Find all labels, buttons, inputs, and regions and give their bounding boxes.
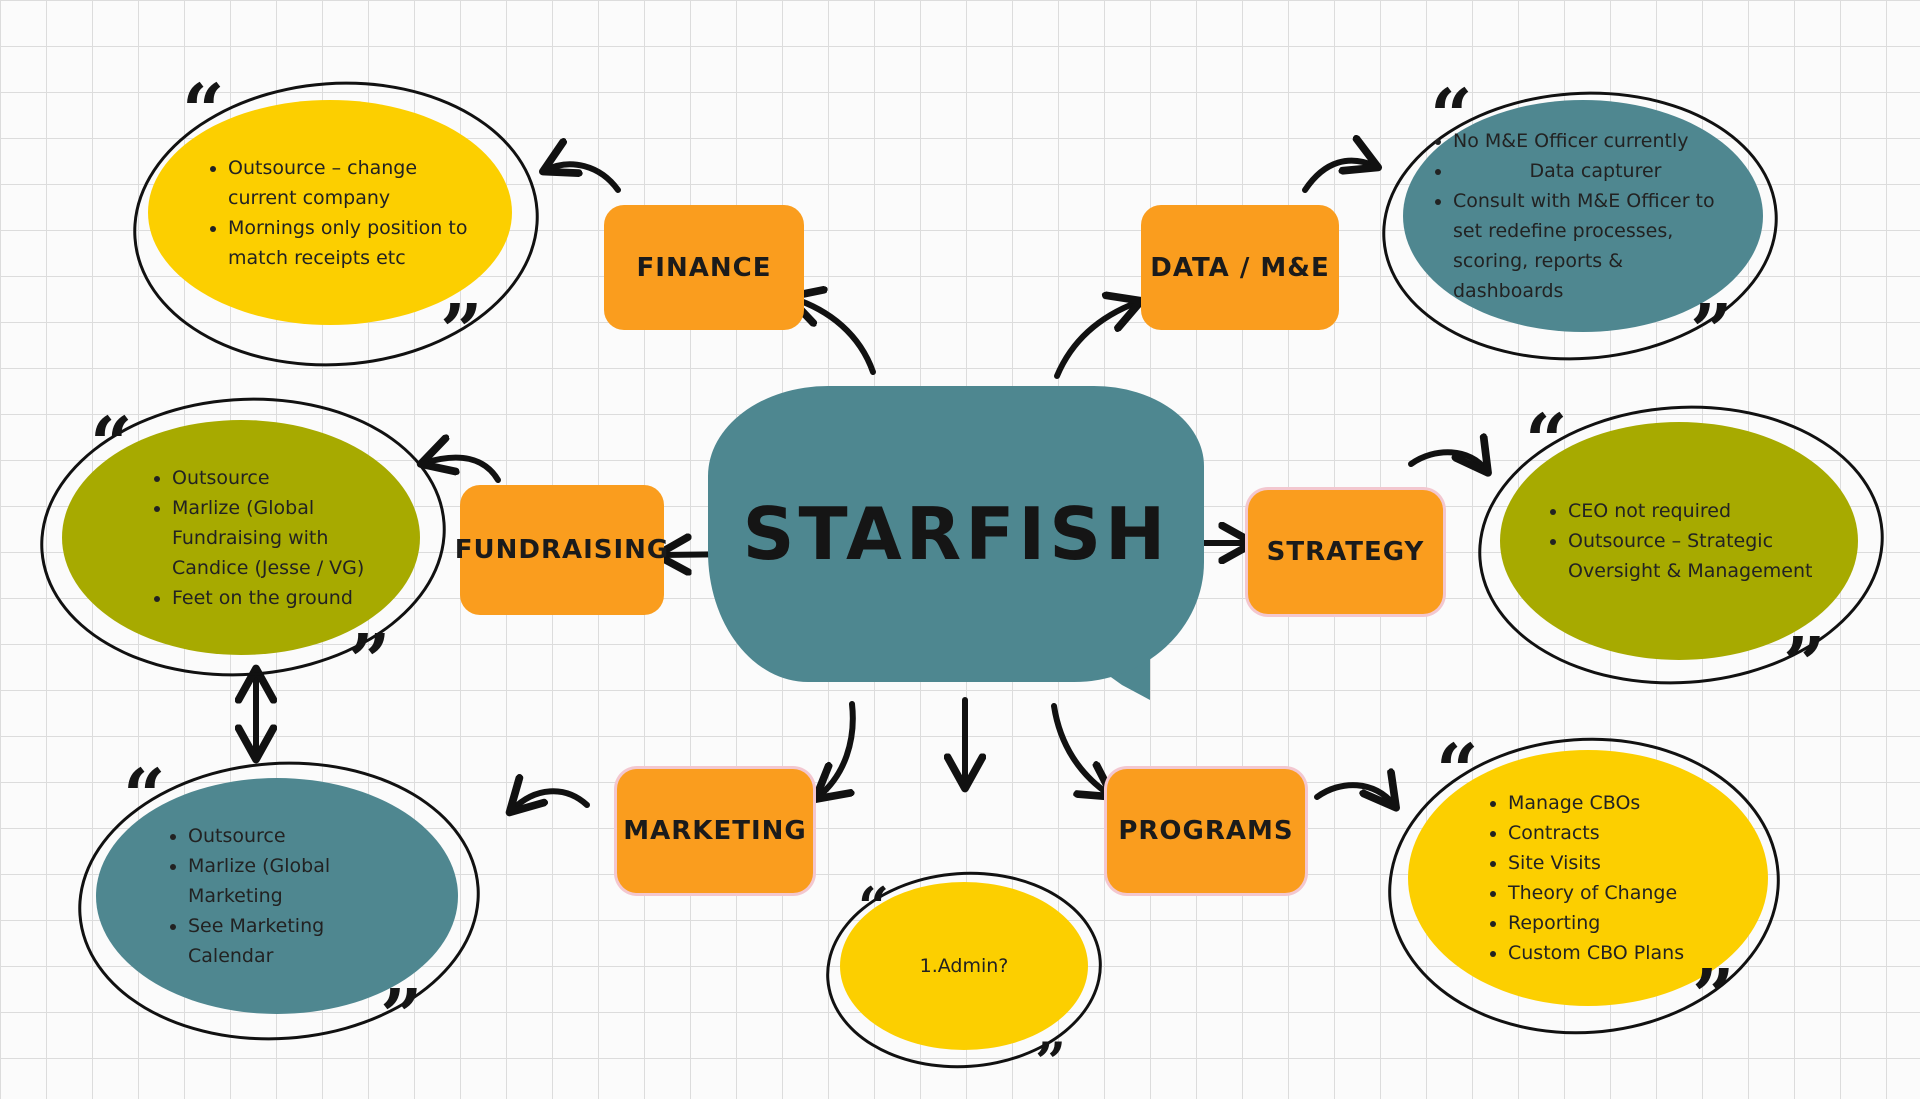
note-admin-text: 1.Admin? [919,955,1009,977]
note-marketing-body: Outsource Marlize (Global Marketing See … [96,778,458,1014]
note-programs-item: Contracts [1508,818,1738,848]
arrow-programs-to-note [1314,785,1394,805]
arrow-center-to-marketing [818,701,856,797]
note-strategy-body: CEO not required Outsource – Strategic O… [1500,422,1858,660]
topic-programs: PROGRAMS [1107,769,1305,893]
note-fundraising-item: Feet on the ground [172,583,372,613]
close-quote-icon: ” [348,619,391,705]
open-quote-icon: “ [182,69,225,155]
open-quote-icon: “ [90,402,133,488]
note-strategy-item: Outsource – Strategic Oversight & Manage… [1568,526,1838,586]
center-node: STARFISH [708,386,1204,682]
note-data-me-item: No M&E Officer currently [1453,126,1738,156]
note-marketing-item: Marlize (Global Marketing [188,851,388,911]
note-programs-item: Reporting [1508,908,1738,938]
close-quote-icon: ” [1692,954,1735,1040]
note-fundraising-item: Outsource [172,463,372,493]
arrow-strategy-to-note [1408,452,1486,470]
topic-strategy: STRATEGY [1248,490,1443,614]
note-programs-item: Custom CBO Plans [1508,938,1738,968]
close-quote-icon: ” [1783,622,1826,708]
close-quote-icon: ” [1690,289,1733,375]
arrow-finance-to-note [546,164,621,193]
note-fundraising-item: Marlize (Global Fundraising with Candice… [172,493,372,583]
open-quote-icon: “ [858,875,890,939]
open-quote-icon: “ [1436,729,1479,815]
note-data-me-body: No M&E Officer currently Data capturer C… [1403,100,1763,332]
arrow-fundraising-to-note [424,458,501,483]
topic-finance: FINANCE [604,205,804,330]
topic-fundraising: FUNDRAISING [455,485,668,615]
note-admin-body: 1.Admin? [840,882,1088,1050]
open-quote-icon: “ [123,754,166,840]
note-marketing-item: See Marketing Calendar [188,911,388,971]
topic-marketing: MARKETING [617,769,813,893]
topic-data-me: DATA / M&E [1141,205,1339,330]
note-data-me-item: Data capturer [1453,156,1738,186]
open-quote-icon: “ [1430,74,1473,160]
note-programs-item: Manage CBOs [1508,788,1738,818]
close-quote-icon: ” [1035,1030,1067,1094]
note-finance-item: Mornings only position to match receipts… [228,213,478,273]
note-programs-body: Manage CBOs Contracts Site Visits Theory… [1408,750,1768,1006]
note-finance-body: Outsource – change current company Morni… [148,100,512,325]
arrow-center-to-programs [1051,703,1110,795]
arrow-data-to-note [1302,161,1375,193]
note-data-me-item: Consult with M&E Officer to set redefine… [1453,186,1738,306]
note-marketing-item: Outsource [188,821,388,851]
arrow-center-to-data [1054,302,1138,379]
arrow-center-to-finance [792,298,876,375]
close-quote-icon: ” [440,289,483,375]
note-programs-item: Theory of Change [1508,878,1738,908]
note-strategy-item: CEO not required [1568,496,1838,526]
note-fundraising-body: Outsource Marlize (Global Fundraising wi… [62,420,420,655]
note-finance-item: Outsource – change current company [228,153,478,213]
arrow-marketing-to-note [512,791,590,810]
open-quote-icon: “ [1525,399,1568,485]
center-title: STARFISH [742,492,1170,576]
close-quote-icon: ” [380,974,423,1060]
note-programs-item: Site Visits [1508,848,1738,878]
